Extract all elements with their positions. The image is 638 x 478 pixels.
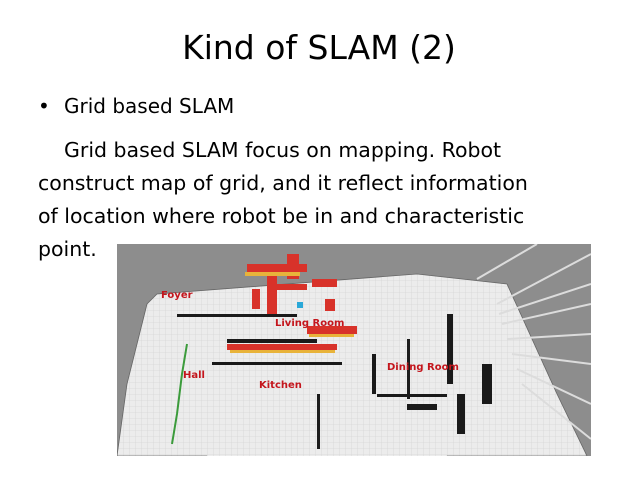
paragraph: Grid based SLAM focus on mapping. Robot … [38, 134, 608, 266]
paragraph-line: of location where robot be in and charac… [38, 204, 525, 228]
label-dining-room: Dining Room [387, 362, 459, 373]
label-kitchen: Kitchen [259, 380, 302, 391]
slam-grid-map-image: Foyer Living Room Dining Room Hall Kitch… [117, 244, 591, 456]
slide-title: Kind of SLAM (2) [182, 28, 456, 67]
bullet-item: • Grid based SLAM [38, 92, 234, 120]
label-hall: Hall [183, 370, 205, 381]
bullet-text: Grid based SLAM [64, 94, 235, 118]
bullet-marker: • [38, 94, 50, 118]
grid-map-graphic [117, 244, 591, 456]
paragraph-line: point. [38, 237, 97, 261]
label-living-room: Living Room [275, 318, 345, 329]
paragraph-line: construct map of grid, and it reflect in… [38, 171, 528, 195]
label-foyer: Foyer [161, 290, 193, 301]
paragraph-line: Grid based SLAM focus on mapping. Robot [64, 138, 502, 162]
